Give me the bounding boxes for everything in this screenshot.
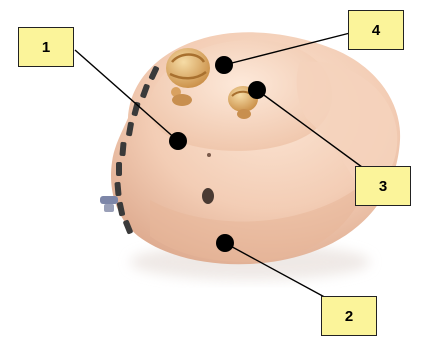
marker-dot-1 — [169, 132, 187, 150]
callout-box-4: 4 — [348, 10, 404, 50]
callout-box-1: 1 — [18, 27, 74, 67]
callout-label-4: 4 — [372, 22, 380, 39]
marker-dot-2 — [216, 234, 234, 252]
marker-dot-4 — [215, 56, 233, 74]
callout-label-1: 1 — [42, 39, 50, 56]
callout-box-3: 3 — [355, 166, 411, 206]
callout-label-3: 3 — [379, 178, 387, 195]
callout-box-2: 2 — [321, 296, 377, 336]
callout-label-2: 2 — [345, 308, 353, 325]
vent-opening — [202, 188, 214, 204]
microphone-port — [207, 153, 211, 157]
marker-dot-3 — [248, 81, 266, 99]
vent-tube-stub — [100, 196, 118, 212]
